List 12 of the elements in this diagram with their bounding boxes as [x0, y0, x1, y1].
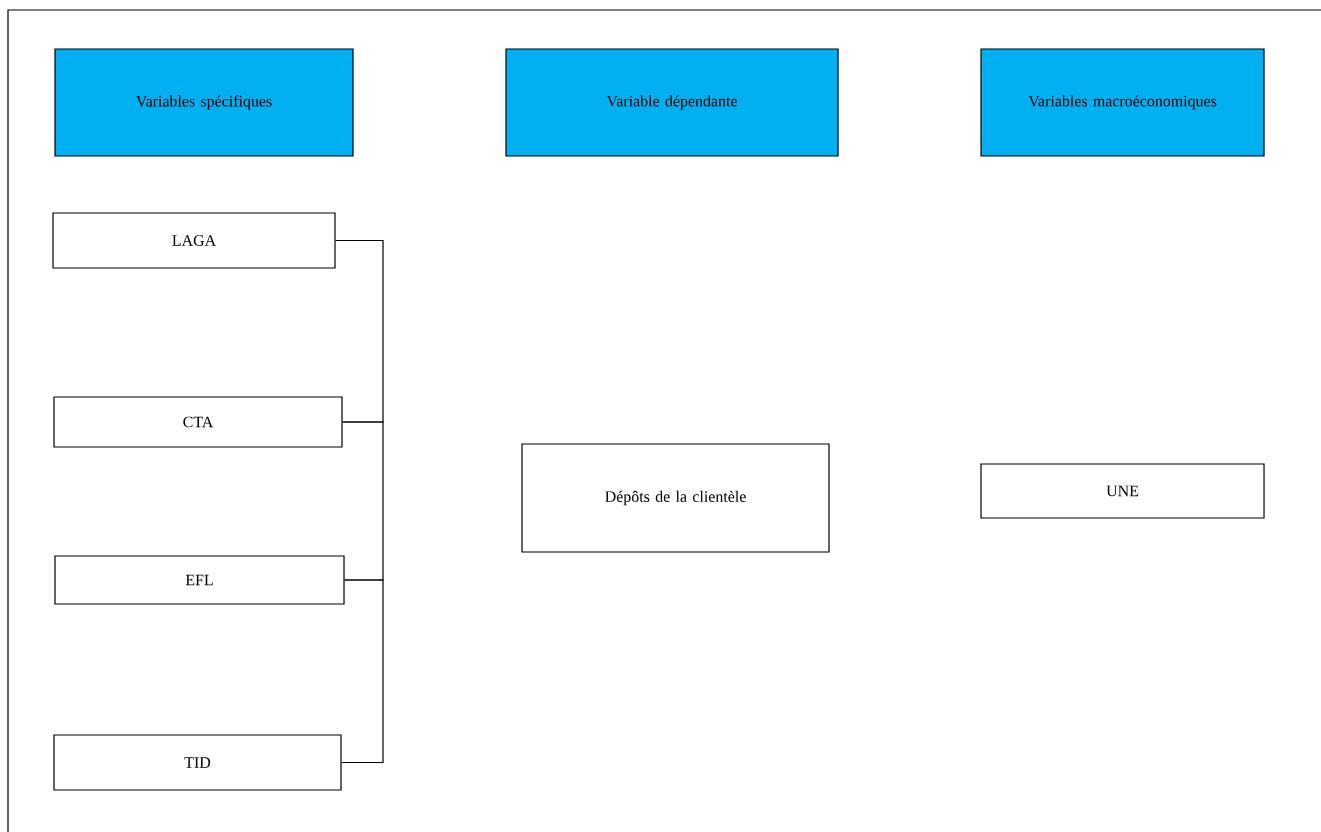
variable-box: EFL	[54, 555, 345, 605]
connector-line	[342, 421, 384, 581]
variable-box: TID	[53, 734, 342, 791]
variable-box: Dépôts de la clientèle	[521, 443, 830, 553]
category-header-box: Variables macroéconomiques	[980, 48, 1265, 157]
variable-box: LAGA	[52, 212, 336, 269]
variable-box: CTA	[53, 396, 343, 448]
category-header-box: Variables spécifiques	[54, 48, 354, 157]
category-header-box: Variable dépendante	[505, 48, 839, 157]
connector-line	[341, 579, 384, 764]
variable-box: UNE	[980, 463, 1265, 519]
connector-line	[335, 239, 384, 423]
